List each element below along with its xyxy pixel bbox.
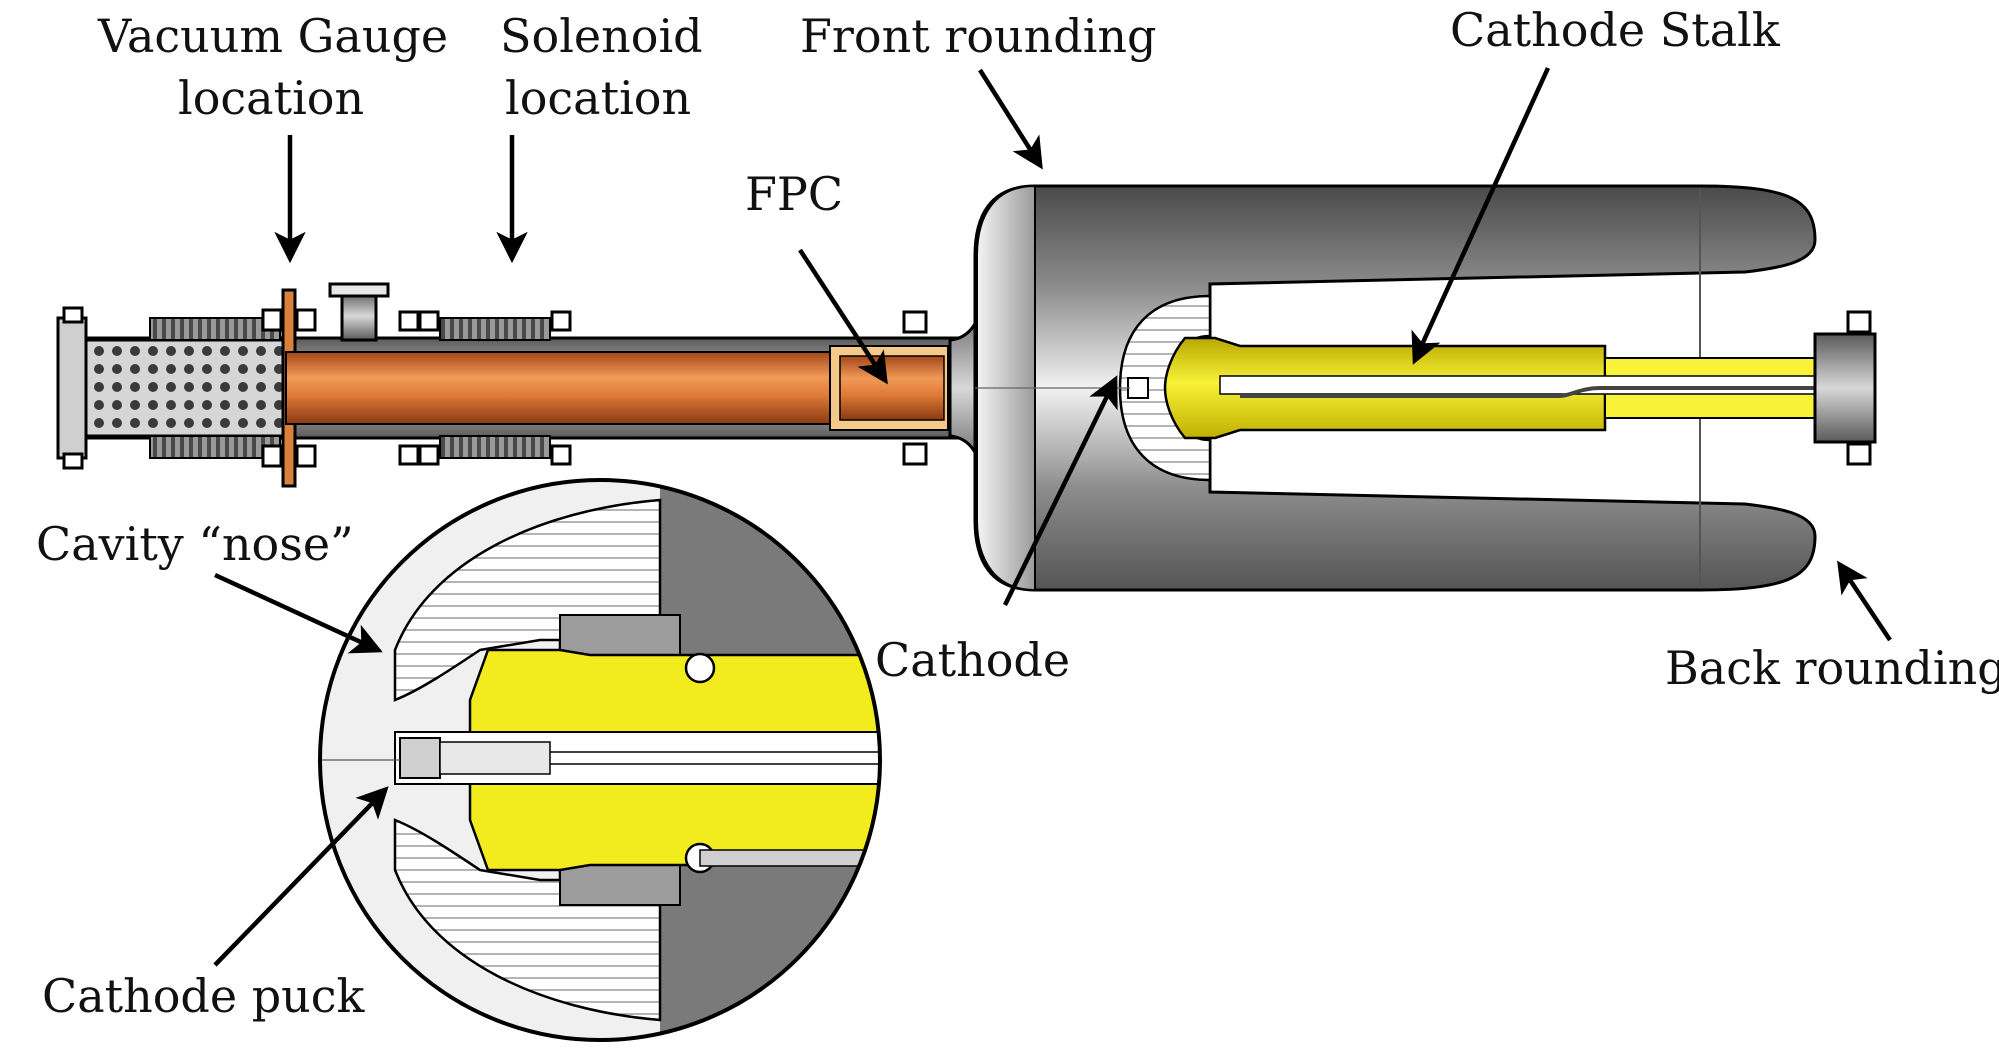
stalk-rod-core (1219, 375, 1871, 395)
left-end-flange (56, 316, 88, 460)
inset-border (318, 478, 882, 1042)
left-flange-clamp-top (62, 306, 84, 324)
labels: Vacuum Gauge location Solenoid location … (36, 3, 1999, 1023)
back-port-clamp-bottom (1846, 442, 1872, 466)
arrow-cathode (1002, 375, 1118, 606)
gauge-bellows-bottom (149, 435, 281, 459)
label-cathode-puck: Cathode puck (42, 969, 366, 1023)
label-vacuum-gauge-line1: Vacuum Gauge (97, 9, 448, 63)
label-front-rounding: Front rounding (800, 9, 1157, 63)
solenoid-clamp-right-bottom (550, 444, 572, 466)
magnified-inset (318, 478, 882, 1042)
label-cavity-nose: Cavity “nose” (36, 517, 354, 571)
label-cathode-stalk: Cathode Stalk (1450, 3, 1781, 57)
solenoid-bellows-bottom (439, 435, 551, 459)
arrow-cavity-nose (214, 572, 383, 654)
annotation-arrows (213, 67, 1892, 967)
left-flange-clamp-bottom (62, 452, 84, 470)
inset-upper-fitting (684, 652, 716, 684)
fpc-clamp-bottom (902, 442, 928, 466)
solenoid-bellows-top (439, 317, 551, 341)
label-vacuum-gauge-line2: location (178, 71, 364, 125)
fpc-inner (839, 355, 945, 421)
label-back-rounding: Back rounding (1665, 641, 1999, 695)
solenoid-clamp-right-top (550, 310, 572, 332)
label-cathode: Cathode (875, 633, 1070, 687)
label-solenoid-line1: Solenoid (500, 9, 703, 63)
cathode-tip (1127, 377, 1149, 399)
back-port-pipe (1813, 332, 1877, 444)
gauge-clamp-left-top (261, 308, 283, 332)
perforated-screen (84, 338, 288, 438)
arrow-cathode-puck (213, 786, 389, 967)
label-solenoid-line2: location (505, 71, 691, 125)
vessel-body (973, 184, 1817, 592)
inset-lower-rod (699, 849, 880, 867)
fpc-clamp-top (902, 310, 928, 334)
gauge-port-flange (328, 282, 390, 298)
gauge-bellows-top (149, 317, 281, 341)
gun-vessel (948, 184, 1877, 592)
solenoid-clamp-mid-top (418, 310, 440, 332)
arrow-fpc (798, 248, 888, 385)
beamline-assembly (56, 282, 972, 488)
inset-cathode-puck (399, 737, 441, 779)
arrow-cathode-stalk (1411, 67, 1551, 365)
label-fpc: FPC (745, 167, 843, 221)
gauge-clamp-right-bottom (295, 444, 317, 468)
inset-puck-holder (439, 741, 551, 775)
stalk-feedthrough (1240, 386, 1870, 398)
gauge-clamp-left-bottom (261, 444, 283, 468)
solenoid-clamp-left-bottom (398, 444, 420, 466)
arrow-back-rounding (1837, 560, 1892, 642)
back-port-clamp-top (1846, 310, 1872, 334)
solenoid-clamp-mid-bottom (418, 444, 440, 466)
arrow-front-rounding (978, 68, 1043, 170)
gauge-port-tube (340, 290, 378, 342)
gauge-clamp-right-top (295, 308, 317, 332)
solenoid-clamp-left-top (398, 310, 420, 332)
